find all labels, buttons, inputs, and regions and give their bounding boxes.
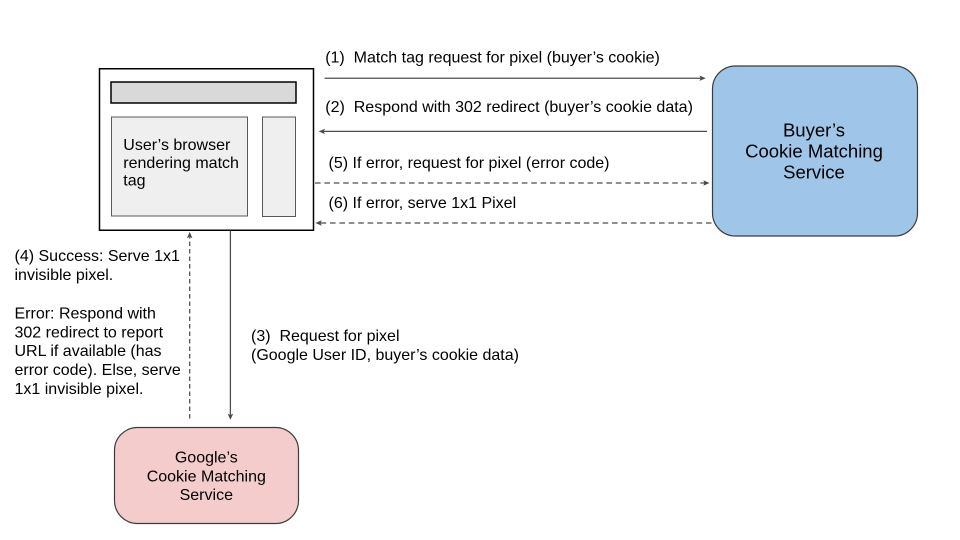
svg-text:Google’s: Google’s xyxy=(175,450,238,467)
svg-text:tag: tag xyxy=(123,173,145,190)
svg-text:(3) Request for pixel: (3) Request for pixel xyxy=(251,328,400,345)
svg-text:error code). Else, serve: error code). Else, serve xyxy=(15,362,181,379)
svg-text:Error: Respond with: Error: Respond with xyxy=(15,306,156,323)
svg-text:Service: Service xyxy=(783,161,845,182)
svg-text:(6) If error, serve 1x1 Pixel: (6) If error, serve 1x1 Pixel xyxy=(329,195,517,212)
svg-text:rendering match: rendering match xyxy=(123,155,239,172)
svg-text:(5) If error, request for pixe: (5) If error, request for pixel (error c… xyxy=(329,155,610,172)
svg-text:(1) Match tag request for pix: (1) Match tag request for pixel (buyer’s… xyxy=(325,50,660,67)
svg-text:invisible pixel.: invisible pixel. xyxy=(15,267,114,284)
svg-text:Service: Service xyxy=(180,487,233,504)
svg-text:User’s browser: User’s browser xyxy=(123,137,231,154)
svg-text:(2) Respond with 302 redirect: (2) Respond with 302 redirect (buyer’s c… xyxy=(325,99,693,116)
svg-text:Buyer’s: Buyer’s xyxy=(783,120,845,141)
svg-text:(Google User ID, buyer’s cooki: (Google User ID, buyer’s cookie data) xyxy=(251,347,519,364)
svg-text:URL if available (has: URL if available (has xyxy=(15,343,162,360)
svg-text:302 redirect to report: 302 redirect to report xyxy=(15,324,164,341)
svg-text:1x1 invisible pixel.: 1x1 invisible pixel. xyxy=(15,381,144,398)
svg-text:(4) Success: Serve 1x1: (4) Success: Serve 1x1 xyxy=(15,248,181,265)
svg-text:Cookie Matching: Cookie Matching xyxy=(745,141,883,162)
svg-text:Cookie Matching: Cookie Matching xyxy=(147,468,266,485)
